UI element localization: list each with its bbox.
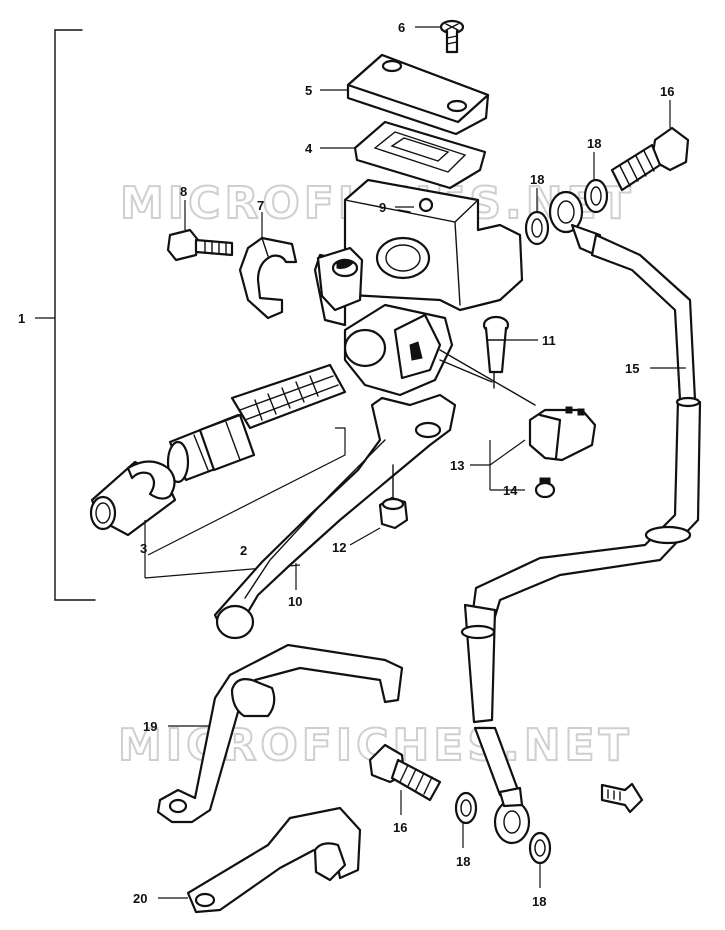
part-15-brake-hose <box>460 190 702 845</box>
callout-18-bottom-right: 18 <box>532 894 546 909</box>
callout-3: 3 <box>140 541 147 556</box>
front-direction-arrow-icon <box>600 782 644 814</box>
callout-16-bottom: 16 <box>393 820 407 835</box>
callout-11: 11 <box>542 333 556 348</box>
part-18-washer-bottom-left <box>454 791 478 848</box>
part-3-boot <box>89 460 301 579</box>
part-5-reservoir-cap <box>320 53 490 136</box>
callout-14: 14 <box>503 483 518 498</box>
callout-6: 6 <box>398 20 405 35</box>
callout-10: 10 <box>288 594 302 609</box>
part-6-screw <box>415 19 465 54</box>
part-10-brake-lever <box>213 393 457 640</box>
master-cylinder-body <box>313 178 524 327</box>
part-2-piston-assembly <box>147 363 347 556</box>
callout-18-bottom-left: 18 <box>456 854 470 869</box>
part-12-nut <box>349 464 409 546</box>
callout-9: 9 <box>379 200 386 215</box>
part-19-hose-bracket <box>156 643 404 824</box>
callout-8: 8 <box>180 184 187 199</box>
callout-1: 1 <box>18 311 25 326</box>
callout-12: 12 <box>332 540 346 555</box>
part-18-washer-top-left <box>524 188 550 246</box>
callout-18-top-left: 18 <box>530 172 544 187</box>
part-11-pivot-bolt <box>482 315 538 389</box>
part-16-banjo-bolt-top <box>610 100 690 192</box>
part-20-bracket <box>158 806 362 914</box>
assembly-bracket <box>35 29 96 601</box>
callout-13: 13 <box>450 458 464 473</box>
callout-4: 4 <box>305 141 313 156</box>
lever-pivot-boss <box>343 303 536 406</box>
part-13-brake-switch <box>470 406 597 499</box>
part-18-washer-bottom-right <box>528 831 552 888</box>
part-7-clamp <box>238 212 298 320</box>
part-4-diaphragm <box>320 120 487 190</box>
callout-19: 19 <box>143 719 157 734</box>
callout-18-top-right: 18 <box>587 136 601 151</box>
part-16-banjo-bolt-bottom <box>368 743 442 815</box>
callout-20: 20 <box>133 891 147 906</box>
callout-15: 15 <box>625 361 639 376</box>
callout-5: 5 <box>305 83 312 98</box>
callout-16-top: 16 <box>660 84 674 99</box>
part-8-bolt <box>166 200 234 262</box>
part-18-washer-top-right <box>583 152 609 214</box>
callout-2: 2 <box>240 543 247 558</box>
callout-7: 7 <box>257 198 264 213</box>
